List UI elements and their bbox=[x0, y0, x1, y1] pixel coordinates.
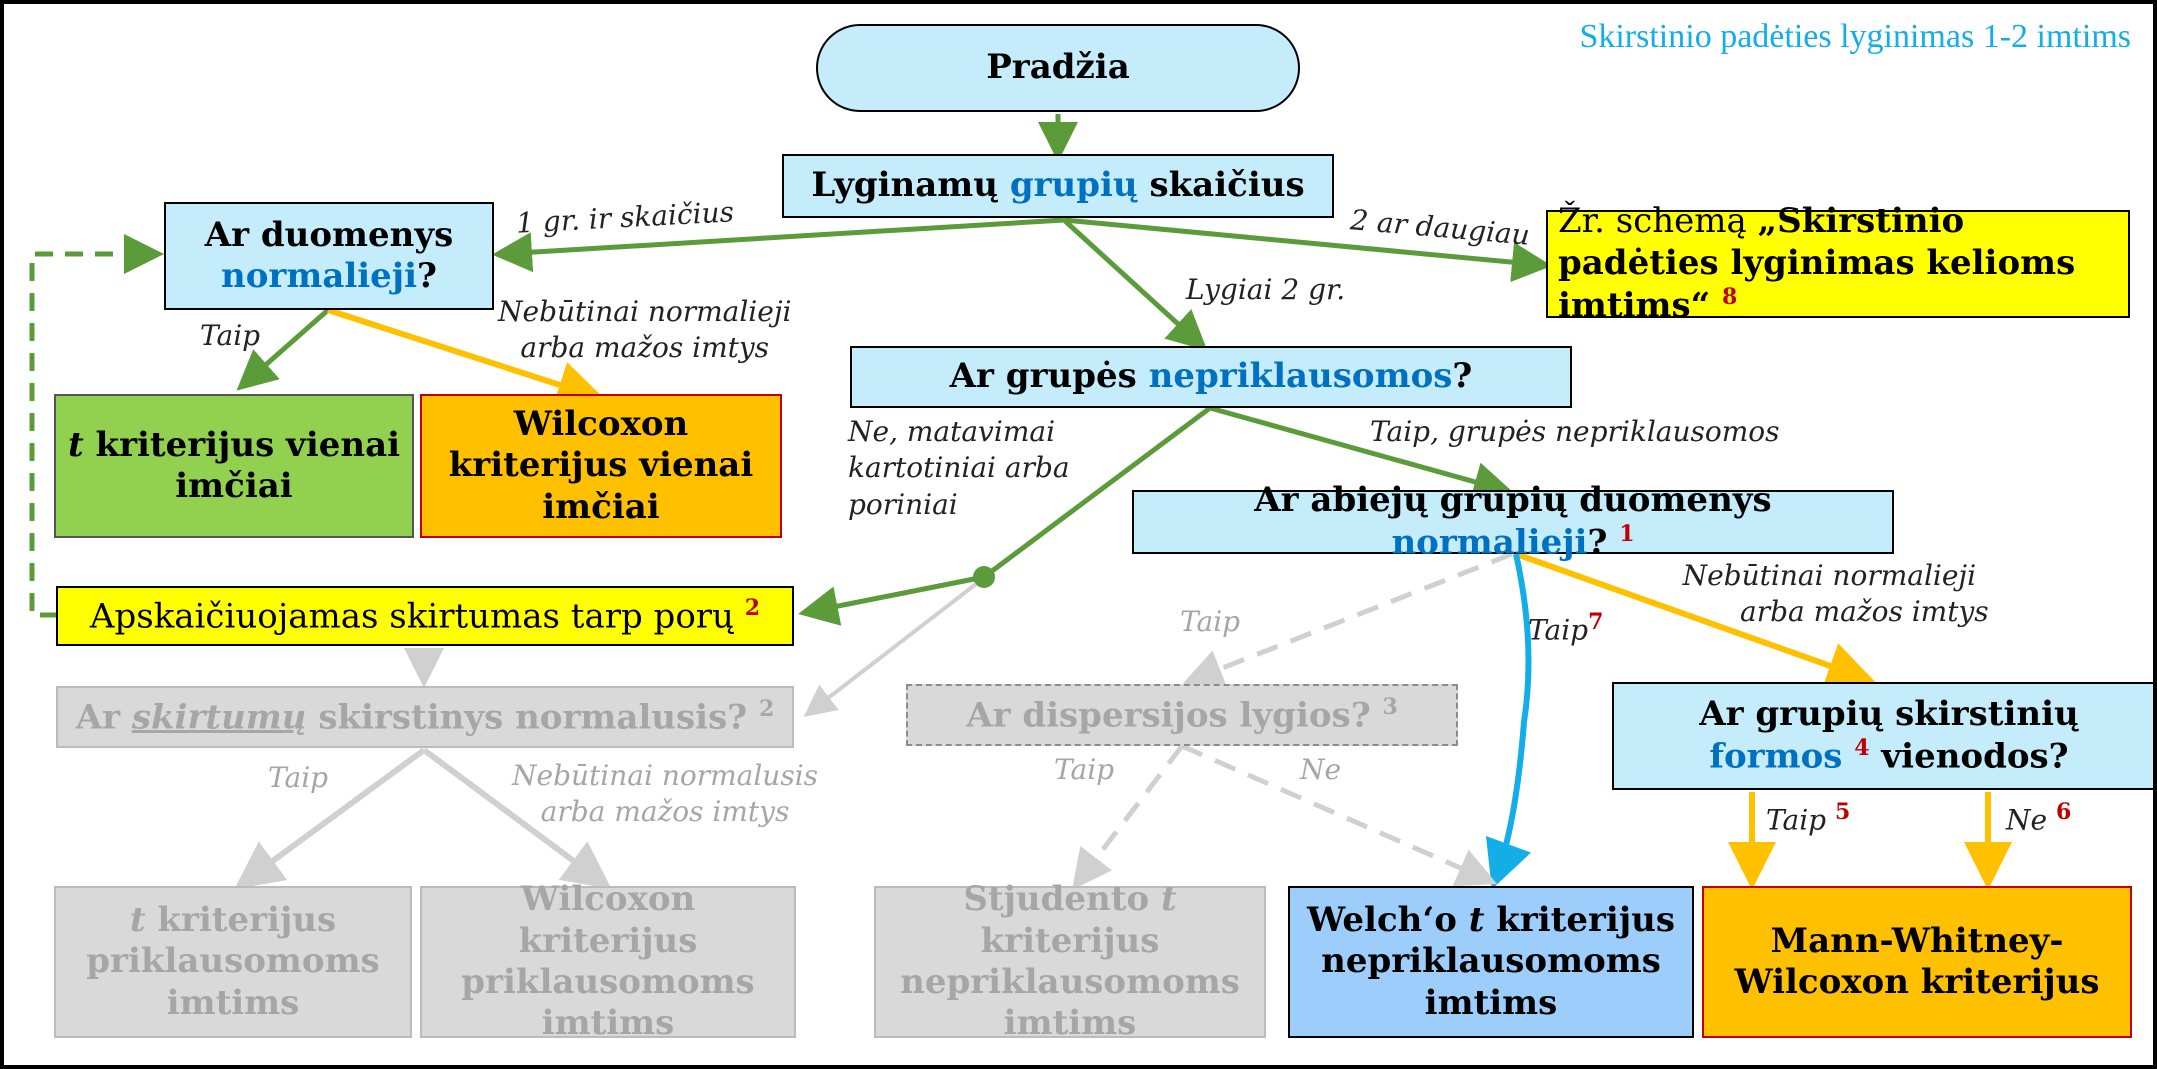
loop-back-dashed-arrow bbox=[29, 234, 164, 618]
shape-question-node: Ar grupių skirstinių formos 4 vienodos? bbox=[1612, 682, 2153, 790]
arrow-count-to-independent bbox=[1062, 218, 1208, 351]
arrow-junction-to-diff-normal bbox=[803, 582, 978, 717]
arrow-count-to-scheme bbox=[1063, 217, 1552, 283]
arrow-independent-to-junction bbox=[982, 405, 1212, 580]
edge-label-taip-student: Taip bbox=[1054, 753, 1115, 786]
edge-label-equal-two: Lygiai 2 gr. bbox=[1186, 273, 1346, 306]
edge-label-taip-diff: Taip bbox=[268, 761, 329, 794]
welch-t-node: Welch‘o t kriterijus nepriklausomoms imt… bbox=[1288, 886, 1694, 1038]
edge-label-taip-variance: Taip bbox=[1180, 605, 1241, 638]
edge-label-ne-gray: Ne bbox=[1300, 753, 1342, 786]
edge-label-taip-mann: Taip 5 bbox=[1766, 799, 1851, 837]
start-node: Pradžia bbox=[816, 24, 1300, 112]
independent-question-node: Ar grupės nepriklausomos? bbox=[850, 346, 1572, 408]
arrow-junction-to-diff bbox=[798, 574, 985, 626]
arrow-normal-to-wilcoxon-one bbox=[327, 307, 606, 408]
group-count-node: Lyginamų grupių skaičius bbox=[782, 154, 1334, 218]
difference-normal-question-node: Ar skirtumų skirstinys normalusis? 2 bbox=[56, 686, 794, 748]
t-one-sample-node: t kriterijus vienai imčiai bbox=[54, 394, 414, 538]
edge-label-taip-normal: Taip bbox=[200, 319, 261, 352]
arrow-count-to-normal bbox=[492, 217, 1065, 273]
arrow-diff-normal-to-wilcoxon-paired bbox=[422, 747, 612, 890]
edge-label-ne-mann: Ne 6 bbox=[2006, 799, 2072, 837]
arrow-variance-to-student bbox=[1071, 744, 1184, 890]
see-scheme-node: Žr. schemą „Skirstinio padėties lyginima… bbox=[1546, 201, 2130, 325]
arrow-independent-to-both-normal bbox=[1209, 405, 1514, 502]
edge-label-taip-welch: Taip7 bbox=[1528, 609, 1604, 647]
variance-question-node: Ar dispersijos lygios? 3 bbox=[906, 684, 1458, 746]
junction-dot bbox=[973, 566, 995, 588]
arrow-both-normal-to-variance bbox=[1182, 551, 1513, 688]
arrow-variance-to-welch bbox=[1180, 743, 1498, 887]
both-normal-question-node: Ar abiejų grupių duomenys normalieji? 1 bbox=[1132, 480, 1894, 563]
diagram-title: Skirstinio padėties lyginimas 1-2 imtims bbox=[1579, 18, 2131, 55]
edge-label-independent-yes: Taip, grupės nepriklausomos bbox=[1370, 415, 1780, 448]
arrow-diff-normal-to-t-paired bbox=[234, 747, 426, 890]
mann-whitney-node: Mann-Whitney-Wilcoxon kriterijus bbox=[1702, 886, 2132, 1038]
t-paired-node: t kriterijus priklausomoms imtims bbox=[54, 886, 412, 1038]
arrow-both-normal-to-shape bbox=[1514, 551, 1876, 689]
arrow-both-normal-to-welch bbox=[1485, 553, 1532, 890]
connector-layer bbox=[29, 114, 2012, 890]
normal-question-node: Ar duomenys normalieji? bbox=[164, 202, 494, 310]
difference-calc-node: Apskaičiuojamas skirtumas tarp porų 2 bbox=[56, 586, 794, 646]
arrow-normal-to-t-one bbox=[236, 308, 330, 391]
wilcoxon-one-sample-node: Wilcoxon kriterijus vienai imčiai bbox=[420, 394, 782, 538]
wilcoxon-paired-node: Wilcoxon kriterijus priklausomoms imtims bbox=[420, 879, 796, 1043]
student-t-node: Stjudento t kriterijus nepriklausomoms i… bbox=[874, 879, 1266, 1043]
